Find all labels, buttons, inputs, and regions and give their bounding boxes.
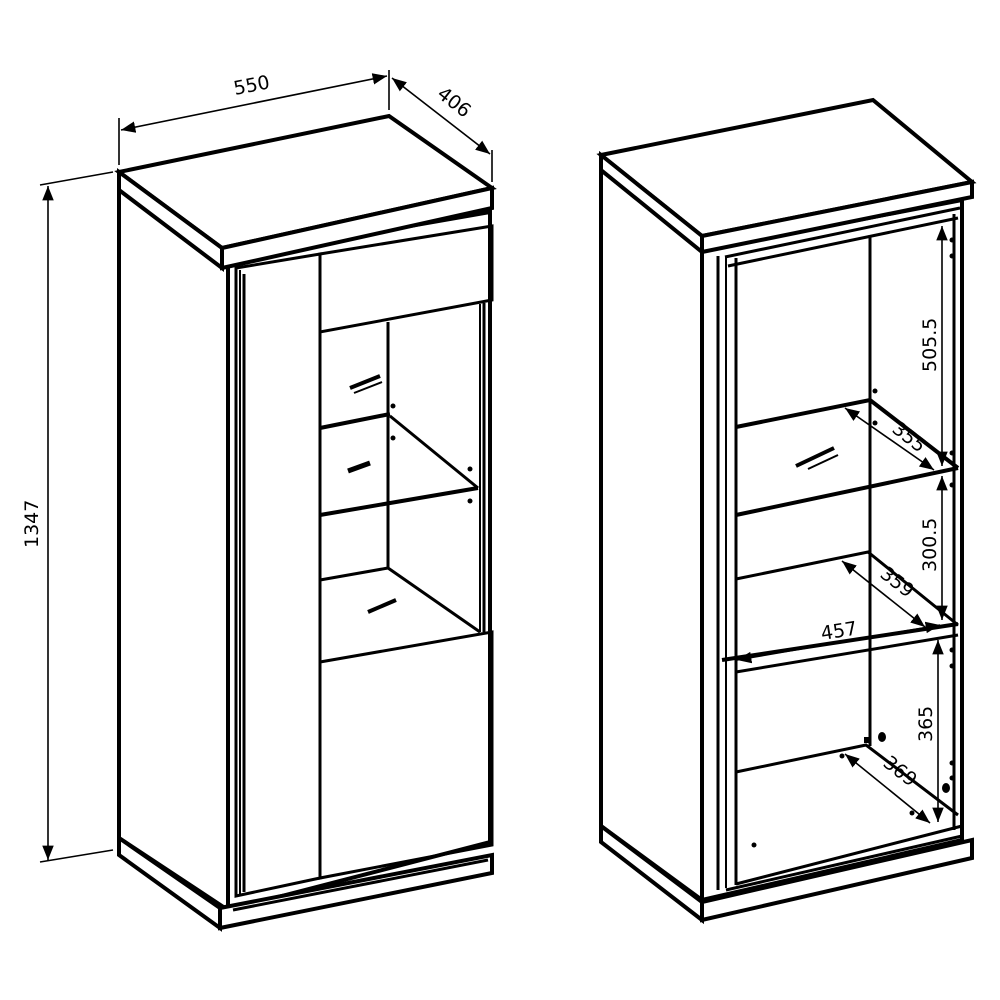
cabinet-open-view xyxy=(596,97,977,925)
dimension-upper-height: 505.5 xyxy=(919,226,948,466)
dimension-middle-height: 300.5 xyxy=(919,476,948,620)
front-carcass xyxy=(226,209,492,913)
svg-text:365: 365 xyxy=(915,706,937,742)
dimension-lower-height: 365 xyxy=(915,640,944,822)
bottom-solid-door xyxy=(318,630,494,880)
shelf-middle xyxy=(735,550,959,627)
width-label: 550 xyxy=(232,71,272,100)
dimension-height: 1347 xyxy=(21,171,114,863)
top-board-right-edge xyxy=(220,185,494,271)
shelf-upper xyxy=(319,412,391,430)
depth-label: 406 xyxy=(433,83,475,123)
svg-text:300.5: 300.5 xyxy=(919,518,941,572)
drawer-front xyxy=(318,224,494,334)
right-side-panel xyxy=(599,165,704,904)
left-side-panel xyxy=(117,186,230,914)
cabinet-closed-view xyxy=(114,113,497,932)
height-label: 1347 xyxy=(21,500,43,548)
glass-handle-icon xyxy=(347,374,397,614)
glass-handle-icon xyxy=(795,446,839,470)
svg-text:505.5: 505.5 xyxy=(919,318,941,372)
dimension-inner-width: 457 xyxy=(736,618,941,664)
plinth-front xyxy=(700,837,974,923)
